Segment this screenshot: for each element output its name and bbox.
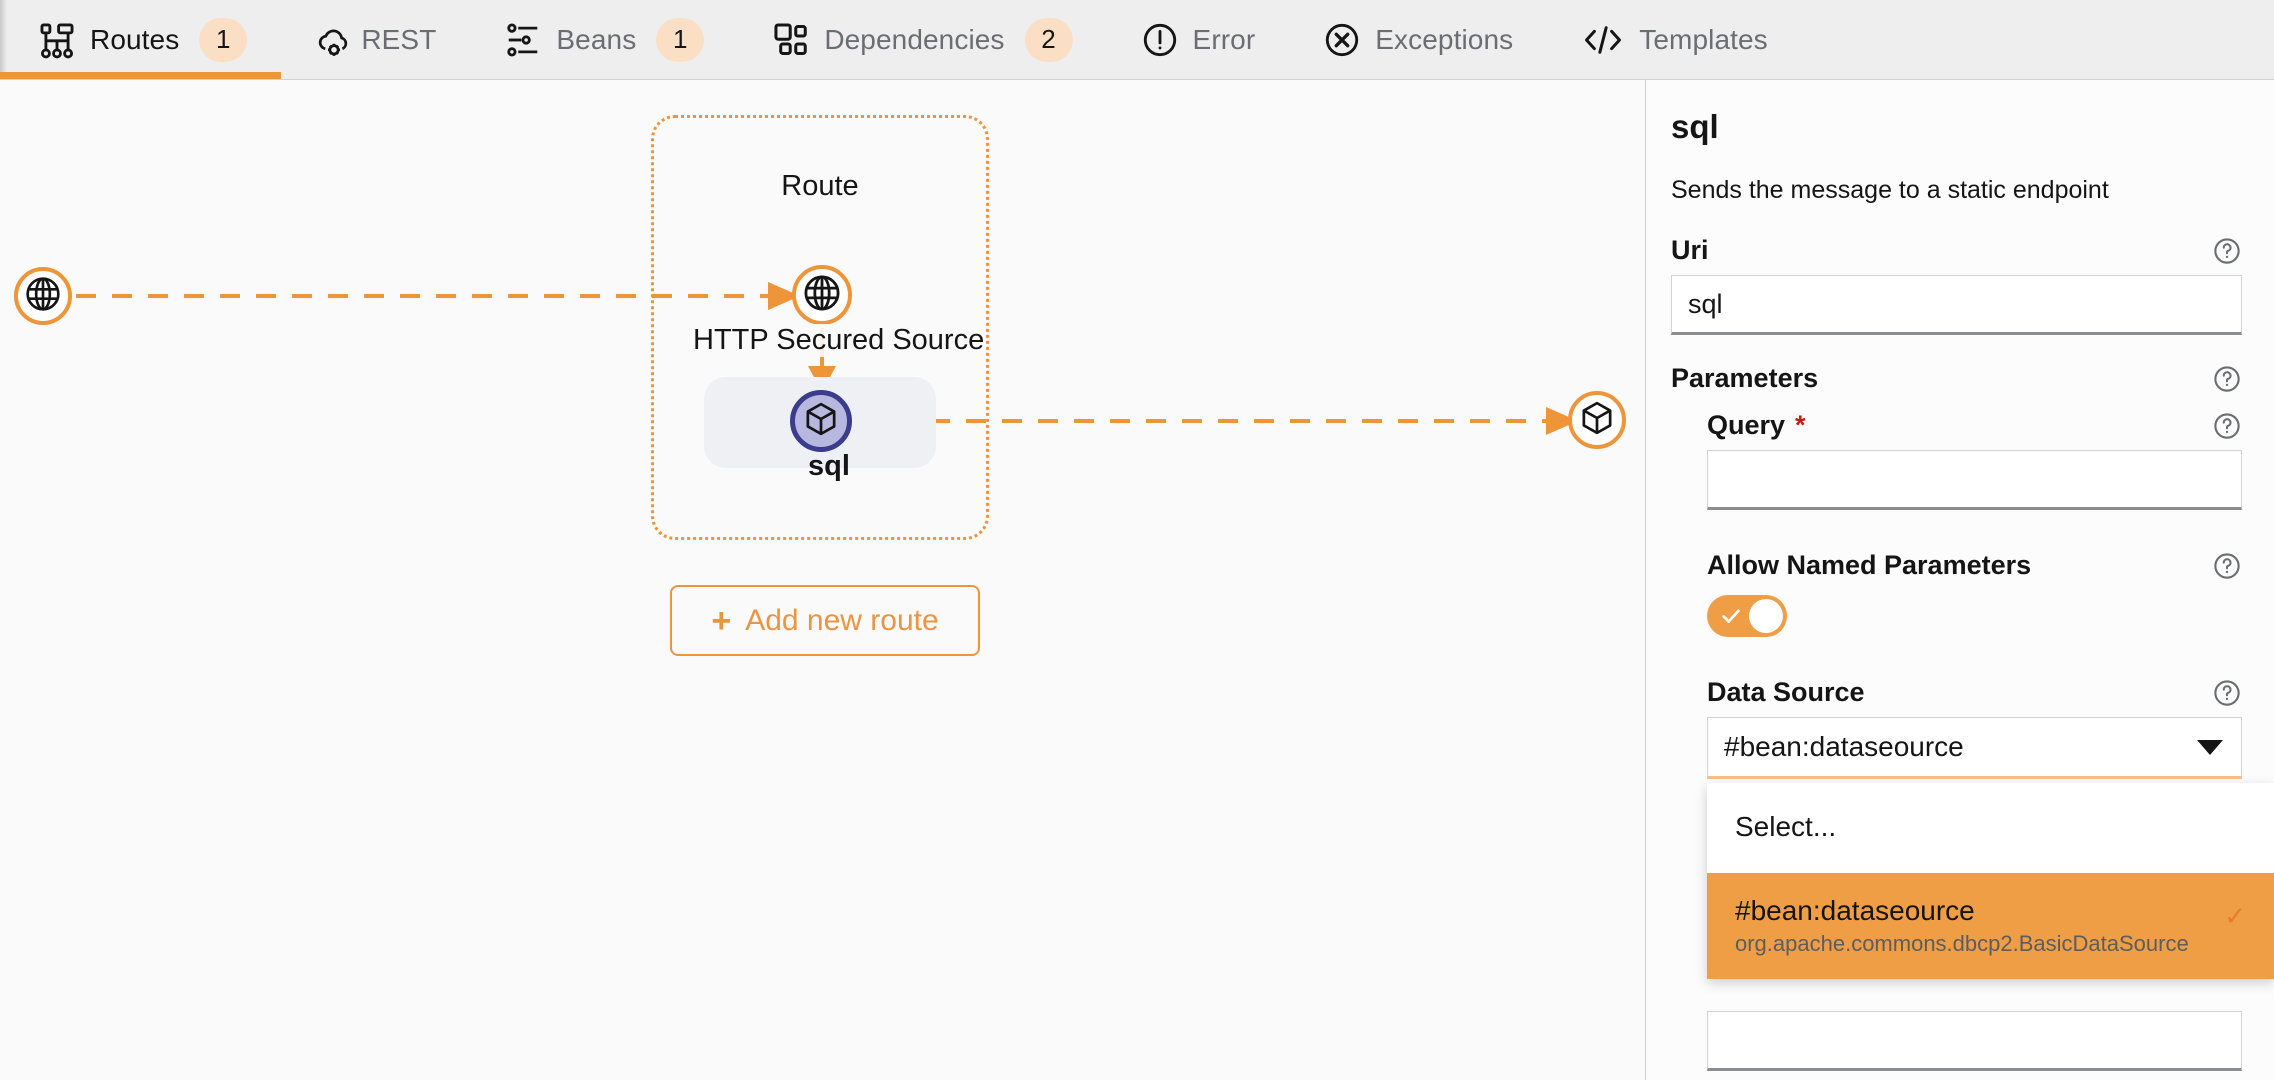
tab-dependencies[interactable]: Dependencies 2 [738, 0, 1106, 79]
sql-step-label: sql [808, 450, 850, 482]
query-field-row: Query * [1707, 410, 2242, 441]
uri-field-row: Uri [1671, 235, 2242, 266]
uri-input[interactable] [1671, 275, 2242, 335]
tab-rest[interactable]: REST [281, 0, 470, 79]
globe-icon [801, 272, 843, 319]
panel-description: Sends the message to a static endpoint [1671, 176, 2109, 204]
tab-templates-label: Templates [1639, 23, 1768, 55]
query-input[interactable] [1707, 450, 2242, 510]
check-icon [1720, 604, 1742, 628]
cube-icon [1578, 399, 1616, 442]
plus-icon: + [711, 601, 732, 640]
error-circle-icon [1141, 21, 1179, 59]
chevron-down-icon [2197, 739, 2223, 755]
toggle-knob [1749, 599, 1783, 633]
option-label: Select... [1735, 811, 1837, 842]
data-source-row: Data Source [1707, 677, 2242, 708]
tab-dependencies-label: Dependencies [824, 23, 1005, 55]
route-title: Route [781, 170, 859, 202]
data-source-options-menu: Select... #bean:dataseource org.apache.c… [1707, 783, 2274, 979]
add-new-route-label: Add new route [745, 603, 939, 637]
help-circle-icon[interactable] [2212, 551, 2242, 581]
option-label: #bean:dataseource [1735, 895, 1975, 926]
properties-panel: sql Sends the message to a static endpoi… [1645, 80, 2274, 1080]
data-source-select-toggle[interactable]: #bean:dataseource [1707, 717, 2242, 779]
parameters-label: Parameters [1671, 363, 1819, 393]
tab-beans[interactable]: Beans 1 [470, 0, 738, 79]
entry-globe-node[interactable] [14, 267, 72, 325]
tab-error[interactable]: Error [1107, 0, 1290, 79]
tab-routes-badge: 1 [199, 17, 248, 62]
data-source-option-select[interactable]: Select... [1707, 783, 2274, 873]
help-circle-icon[interactable] [2212, 678, 2242, 708]
http-source-node[interactable] [792, 265, 852, 325]
tab-beans-badge: 1 [656, 17, 705, 62]
option-sublabel: org.apache.commons.dbcp2.BasicDataSource [1735, 931, 2189, 956]
routes-icon [38, 21, 76, 59]
data-source-label: Data Source [1707, 677, 1865, 707]
help-circle-icon[interactable] [2212, 364, 2242, 394]
tab-beans-label: Beans [556, 23, 637, 55]
tab-exceptions[interactable]: Exceptions [1289, 0, 1547, 79]
http-source-label: HTTP Secured Source [693, 324, 985, 357]
query-label: Query * [1707, 410, 1806, 441]
main-tabbar: Routes 1 REST Beans 1 [0, 0, 2274, 80]
allow-named-parameters-label: Allow Named Parameters [1707, 550, 2032, 580]
tab-exceptions-label: Exceptions [1375, 23, 1514, 55]
help-circle-icon[interactable] [2212, 411, 2242, 441]
code-icon [1581, 21, 1625, 59]
panel-title: sql [1671, 108, 1719, 145]
exit-cube-node[interactable] [1568, 391, 1626, 449]
required-marker: * [1795, 410, 1806, 440]
tab-routes[interactable]: Routes 1 [0, 0, 282, 79]
query-label-text: Query [1707, 410, 1786, 440]
dependencies-icon [772, 21, 810, 59]
next-parameter-field-group [1707, 1011, 2242, 1071]
route-canvas[interactable]: Route [0, 80, 1645, 1080]
exceptions-x-icon [1323, 21, 1361, 59]
next-parameter-input[interactable] [1707, 1011, 2242, 1071]
query-field-group: Query * Allow Named Parameters [1671, 410, 2274, 1071]
data-source-option-bean-dataseource[interactable]: #bean:dataseource org.apache.commons.dbc… [1707, 873, 2274, 979]
tab-error-label: Error [1192, 23, 1256, 55]
tab-routes-label: Routes [90, 23, 180, 55]
data-source-selected-value: #bean:dataseource [1724, 731, 1964, 762]
cube-icon [802, 400, 840, 443]
uri-label: Uri [1671, 235, 1709, 265]
help-circle-icon[interactable] [2212, 236, 2242, 266]
parameters-section-header: Parameters [1671, 363, 2242, 394]
tab-dependencies-badge: 2 [1024, 17, 1073, 62]
beans-icon [504, 21, 542, 59]
allow-named-parameters-row: Allow Named Parameters [1707, 550, 2242, 581]
add-new-route-button[interactable]: + Add new route [670, 585, 980, 656]
route-container[interactable] [651, 115, 989, 540]
allow-named-parameters-toggle[interactable] [1707, 595, 1787, 637]
data-source-select: #bean:dataseource Select... #bean:datase… [1707, 717, 2274, 979]
tab-rest-label: REST [361, 23, 437, 55]
sql-step-node[interactable] [790, 390, 852, 452]
tab-templates[interactable]: Templates [1547, 0, 1802, 79]
check-icon: ✓ [2224, 901, 2246, 931]
editor-body: Route [0, 80, 2274, 1080]
rest-cloud-icon [315, 21, 353, 59]
globe-icon [23, 274, 63, 319]
